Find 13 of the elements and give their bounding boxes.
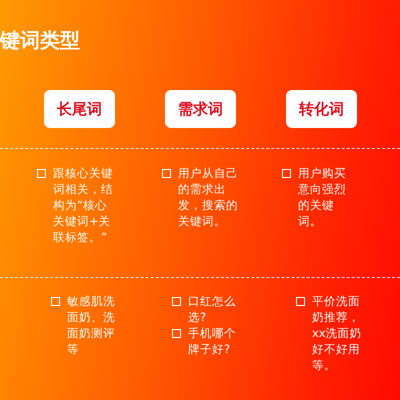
category-label: 需求词 — [178, 100, 223, 118]
bullet-text: 用户从自己的需求出发，搜索的关键词。 — [178, 165, 239, 229]
bullet-text: 手机哪个牌子好? — [188, 325, 237, 357]
category-label: 长尾词 — [57, 100, 102, 118]
bullet-text: 敏感肌洗面奶、洗面奶测评等 — [67, 293, 116, 357]
bullet-text: 平价洗面奶推荐，xx洗面奶好不好用等。 — [312, 293, 362, 373]
bullet-text: 跟核心关键词相关，结构为“核心关键词+关联标签。” — [53, 165, 114, 245]
bullet-text: 口红怎么选? — [188, 293, 237, 325]
category-box — [286, 90, 357, 128]
category-box — [165, 90, 236, 128]
category-label: 转化词 — [299, 100, 344, 118]
bullet-text: 用户购买意向强烈的关键词。 — [298, 165, 347, 229]
category-box — [44, 90, 115, 128]
